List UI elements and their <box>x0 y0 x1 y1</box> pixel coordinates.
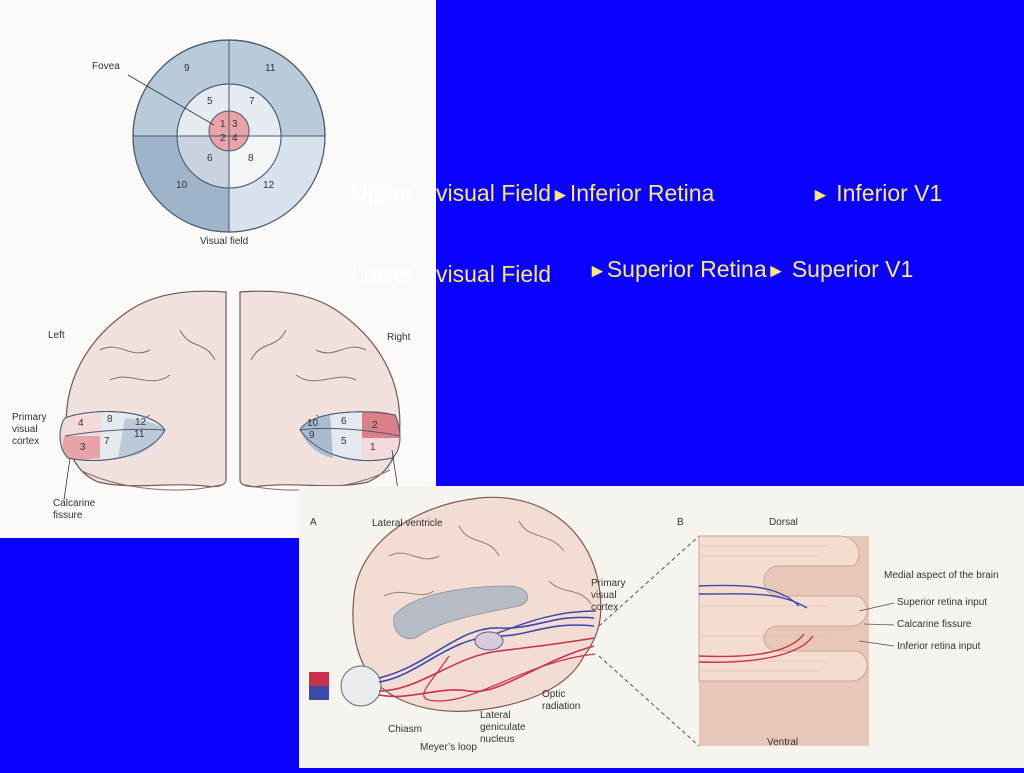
primary-visual-cortex-label: Primary <box>591 578 626 589</box>
dorsal-label: Dorsal <box>769 517 798 528</box>
inferior-retina-text: Inferior Retina <box>569 180 715 206</box>
cortex-sector-label: 12 <box>135 417 147 428</box>
lgn-label: Lateral <box>480 710 511 721</box>
ventral-label: Ventral <box>767 737 799 748</box>
arrow-icon: ► <box>588 261 607 282</box>
lower-word: Lower <box>351 261 414 287</box>
sector-label: 11 <box>265 63 276 74</box>
visual-pathway-diagram <box>309 496 895 747</box>
panel-a-label: A <box>310 517 317 528</box>
lgn-label: geniculate <box>480 722 526 733</box>
sector-label: 3 <box>232 119 238 130</box>
brain-cortex-diagram <box>59 290 401 501</box>
lateral-ventricle-label: Lateral ventricle <box>372 518 443 529</box>
left-hemisphere-label: Left <box>48 330 65 341</box>
cortex-sector-label: 1 <box>370 442 376 453</box>
upper-field-row: Upper <box>351 180 414 207</box>
cortex-sector-label: 3 <box>80 442 86 453</box>
cortex-sector-label: 5 <box>341 436 347 447</box>
sector-label: 4 <box>232 133 238 144</box>
upper-field-v1: ► Inferior V1 <box>811 180 942 207</box>
right-hemisphere-label: Right <box>387 332 411 343</box>
arrow-icon: ► <box>811 185 830 206</box>
visual-field-caption: Visual field <box>200 236 249 247</box>
visual-field-word: visual Field <box>436 180 552 206</box>
sector-label: 2 <box>220 133 226 144</box>
optic-radiation-label: radiation <box>542 701 581 712</box>
cortex-sector-label: 10 <box>307 418 319 429</box>
superior-v1-text: Superior V1 <box>791 256 914 282</box>
visual-field-diagram <box>127 39 326 233</box>
primary-visual-cortex-label: visual <box>591 590 617 601</box>
calcarine-fissure-label: Calcarine fissure <box>897 619 972 630</box>
upper-word: Upper <box>351 180 414 206</box>
lower-field-row: Lower <box>351 261 414 288</box>
lower-field-row-rest: visual Field <box>436 261 551 288</box>
arrow-icon: ► <box>766 261 786 282</box>
cortex-sector-label: 4 <box>78 418 84 429</box>
primary-visual-cortex-label: visual <box>12 424 38 435</box>
meyers-loop-label: Meyer’s loop <box>420 742 477 753</box>
upper-field-row-rest: visual Field►Inferior Retina <box>436 180 714 207</box>
primary-visual-cortex-label: cortex <box>591 602 619 613</box>
sector-label: 9 <box>184 63 190 74</box>
cortex-sector-label: 8 <box>107 414 113 425</box>
primary-visual-cortex-label: Primary <box>12 412 47 423</box>
cortex-sector-label: 11 <box>134 429 145 440</box>
sector-label: 6 <box>207 153 213 164</box>
cortex-sector-label: 9 <box>309 430 315 441</box>
sector-label: 7 <box>249 96 255 107</box>
inferior-v1-text: Inferior V1 <box>836 180 943 206</box>
cortex-sector-label: 6 <box>341 416 347 427</box>
sector-label: 8 <box>248 153 254 164</box>
panel-b-label: B <box>677 517 684 528</box>
visual-field-figure: Fovea 9 11 5 7 1 3 2 4 6 8 10 12 Visual … <box>0 0 436 290</box>
lower-field-retina: ►Superior Retina► Superior V1 <box>588 256 913 283</box>
cortex-sector-label: 7 <box>104 436 110 447</box>
optic-radiation-label: Optic <box>542 689 566 700</box>
superior-retina-input-label: Superior retina input <box>897 597 988 608</box>
inferior-retina-input-label: Inferior retina input <box>897 641 981 652</box>
sector-label: 1 <box>220 119 226 130</box>
visual-pathway-figure: A B Lateral ventricle Primary visual cor… <box>299 486 1024 768</box>
calcarine-fissure-label: fissure <box>53 510 83 521</box>
visual-field-word: visual Field <box>436 261 552 287</box>
primary-visual-cortex-label: cortex <box>12 436 40 447</box>
sector-label: 12 <box>263 180 275 191</box>
cortex-sector-label: 2 <box>372 420 378 431</box>
calcarine-fissure-label: Calcarine <box>53 498 96 509</box>
chiasm-label: Chiasm <box>388 724 422 735</box>
sector-label: 10 <box>176 180 188 191</box>
arrow-icon: ► <box>551 185 570 206</box>
medial-aspect-label: Medial aspect of the brain <box>884 570 999 581</box>
sector-label: 5 <box>207 96 213 107</box>
lgn-label: nucleus <box>480 734 515 745</box>
fovea-label: Fovea <box>92 61 120 72</box>
superior-retina-text: Superior Retina <box>606 256 767 282</box>
